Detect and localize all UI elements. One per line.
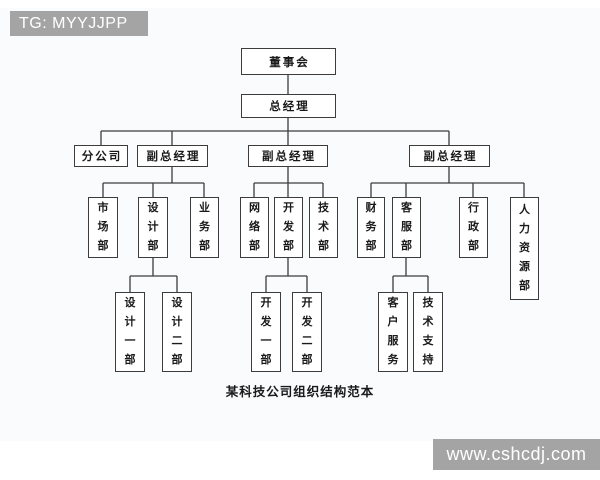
watermark-top-left-text: TG: MYYJJPP — [19, 14, 128, 32]
org-node-board: 董事会 — [241, 48, 336, 75]
org-node-hr-dept: 人力资源部 — [510, 197, 539, 300]
org-node-technical-dept-label: 技术部 — [318, 202, 329, 252]
org-node-business-dept: 业务部 — [190, 197, 219, 258]
org-node-development-dept-label: 开发部 — [283, 202, 294, 252]
watermark-top-left: TG: MYYJJPP — [10, 11, 148, 36]
org-node-design-dept-2: 设计二部 — [162, 292, 192, 372]
org-node-tech-support-team-label: 技术支持 — [422, 297, 434, 366]
org-node-design-dept-2-label: 设计二部 — [171, 297, 183, 366]
org-node-business-dept-label: 业务部 — [199, 202, 210, 252]
org-node-vp-2: 副总经理 — [248, 145, 328, 167]
org-node-vp-1-label: 副总经理 — [146, 151, 201, 163]
org-node-design-dept: 设计部 — [138, 197, 168, 258]
org-node-finance-dept: 财务部 — [357, 197, 385, 258]
org-node-network-dept: 网络部 — [240, 197, 269, 258]
org-node-branch-company: 分公司 — [74, 145, 128, 167]
org-node-design-dept-label: 设计部 — [147, 202, 159, 252]
org-node-finance-dept-label: 财务部 — [365, 202, 377, 252]
org-node-marketing-dept: 市场部 — [88, 197, 118, 258]
org-node-dev-dept-1-label: 开发一部 — [260, 297, 272, 366]
org-node-dev-dept-2: 开发二部 — [292, 292, 322, 372]
org-node-customer-service-dept: 客服部 — [392, 197, 421, 258]
org-node-vp-2-label: 副总经理 — [262, 151, 316, 163]
watermark-url-text: www.cshcdj.com — [446, 444, 587, 464]
org-node-design-dept-1: 设计一部 — [115, 292, 145, 372]
org-node-development-dept: 开发部 — [274, 197, 303, 258]
org-node-admin-dept-label: 行政部 — [468, 202, 479, 252]
org-node-dev-dept-2-label: 开发二部 — [301, 297, 313, 366]
org-node-branch-company-label: 分公司 — [81, 151, 123, 163]
org-node-general-manager-label: 总经理 — [269, 101, 310, 113]
org-node-dev-dept-1: 开发一部 — [251, 292, 281, 372]
diagram-caption: 某科技公司组织结构范本 — [225, 385, 375, 399]
org-node-customer-service-dept-label: 客服部 — [401, 202, 412, 252]
org-node-design-dept-1-label: 设计一部 — [124, 297, 136, 366]
org-node-vp-3: 副总经理 — [409, 145, 490, 167]
org-node-hr-dept-label: 人力资源部 — [519, 204, 530, 292]
org-node-marketing-dept-label: 市场部 — [97, 202, 109, 252]
org-node-customer-service-team: 客户服务 — [378, 292, 408, 372]
watermark-url: www.cshcdj.com — [433, 439, 600, 470]
org-node-board-label: 董事会 — [269, 56, 310, 69]
org-node-admin-dept: 行政部 — [459, 197, 488, 258]
org-node-tech-support-team: 技术支持 — [413, 292, 443, 372]
org-node-general-manager: 总经理 — [241, 94, 336, 118]
org-node-customer-service-team-label: 客户服务 — [387, 297, 399, 366]
org-node-technical-dept: 技术部 — [309, 197, 338, 258]
org-node-vp-3-label: 副总经理 — [423, 151, 478, 163]
org-node-network-dept-label: 网络部 — [249, 202, 260, 252]
org-node-vp-1: 副总经理 — [137, 145, 208, 167]
